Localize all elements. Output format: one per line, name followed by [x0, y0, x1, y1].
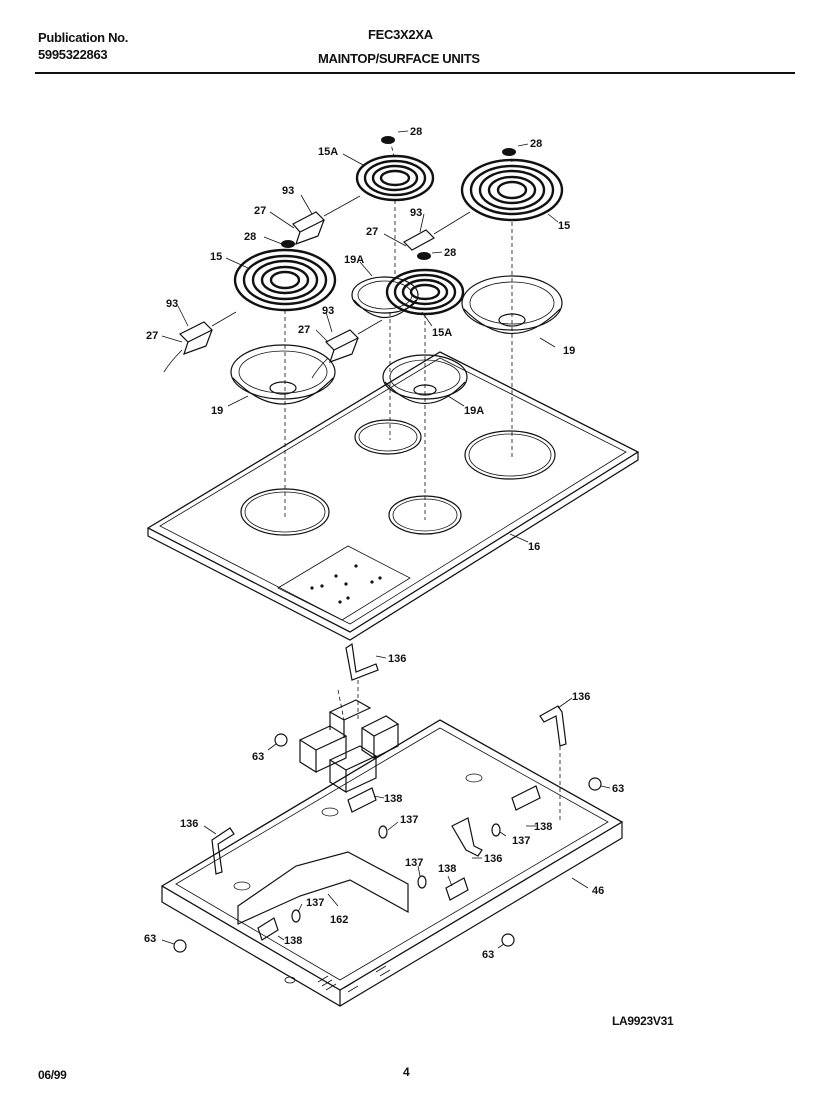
callout-136-top: 136: [388, 653, 406, 665]
surface-element-large-right: [460, 158, 564, 222]
maintop-panel: [146, 351, 640, 641]
callout-19-right: 19: [563, 345, 575, 357]
publication-number: 5995322863: [38, 47, 108, 62]
callout-63-right: 63: [612, 783, 624, 795]
assembly-centerlines: [284, 139, 513, 520]
drip-bowl-right: [461, 275, 563, 335]
callout-27-d: 27: [298, 324, 310, 336]
callout-63-top: 63: [252, 751, 264, 763]
leader-lines: [161, 130, 611, 949]
callout-28-back: 28: [410, 126, 422, 138]
callout-93-d: 93: [322, 305, 334, 317]
callout-19a-back: 19A: [344, 254, 364, 266]
callout-28-right: 28: [530, 138, 542, 150]
publication-label: Publication No.: [38, 30, 129, 45]
callout-27-a: 27: [254, 205, 266, 217]
callout-19a-center: 19A: [464, 405, 484, 417]
callout-137-c: 137: [405, 857, 423, 869]
callout-162: 162: [330, 914, 348, 926]
callout-138-a: 138: [384, 793, 402, 805]
surface-element-small-center: [385, 268, 465, 316]
callout-137-d: 137: [306, 897, 324, 909]
callout-136-left: 136: [180, 818, 198, 830]
callout-15-left: 15: [210, 251, 222, 263]
drawing-id: LA9923V31: [612, 1014, 674, 1028]
callout-93-b: 93: [410, 207, 422, 219]
callout-137-b: 137: [512, 835, 530, 847]
callout-15a-center: 15A: [432, 327, 452, 339]
clips-screws-nuts: [173, 680, 602, 953]
callout-28-center: 28: [444, 247, 456, 259]
callout-28-left: 28: [244, 231, 256, 243]
callout-27-b: 27: [366, 226, 378, 238]
callout-138-b: 138: [534, 821, 552, 833]
callout-93-c: 93: [166, 298, 178, 310]
callout-46: 46: [592, 885, 604, 897]
surface-element-large-left: [233, 248, 337, 312]
header-rule: [35, 72, 795, 74]
callout-63-bottom: 63: [482, 949, 494, 961]
callout-labels: 28 28 15A 15 28 15 28 19A 15A 19 19 19A …: [144, 126, 624, 961]
callout-138-c: 138: [438, 863, 456, 875]
callout-15-right: 15: [558, 220, 570, 232]
callout-16: 16: [528, 541, 540, 553]
trim-ring-discs: [281, 136, 516, 260]
callout-138-d: 138: [284, 935, 302, 947]
section-title: MAINTOP/SURFACE UNITS: [318, 51, 480, 66]
callout-93-a: 93: [282, 185, 294, 197]
callout-19-left: 19: [211, 405, 223, 417]
callout-27-c: 27: [146, 330, 158, 342]
surface-element-small-back: [355, 154, 435, 202]
burner-box: [160, 719, 624, 1007]
drip-bowl-left: [230, 344, 336, 405]
page-number: 4: [403, 1065, 410, 1079]
callout-136-right: 136: [572, 691, 590, 703]
callout-15a-back: 15A: [318, 146, 338, 158]
mounting-brackets: [211, 642, 567, 875]
terminal-blocks: [163, 195, 471, 379]
model-number: FEC3X2XA: [368, 27, 433, 42]
control-switches: [298, 689, 400, 794]
callout-137-a: 137: [400, 814, 418, 826]
footer-date: 06/99: [38, 1068, 67, 1082]
callout-63-left: 63: [144, 933, 156, 945]
callout-136-center: 136: [484, 853, 502, 865]
